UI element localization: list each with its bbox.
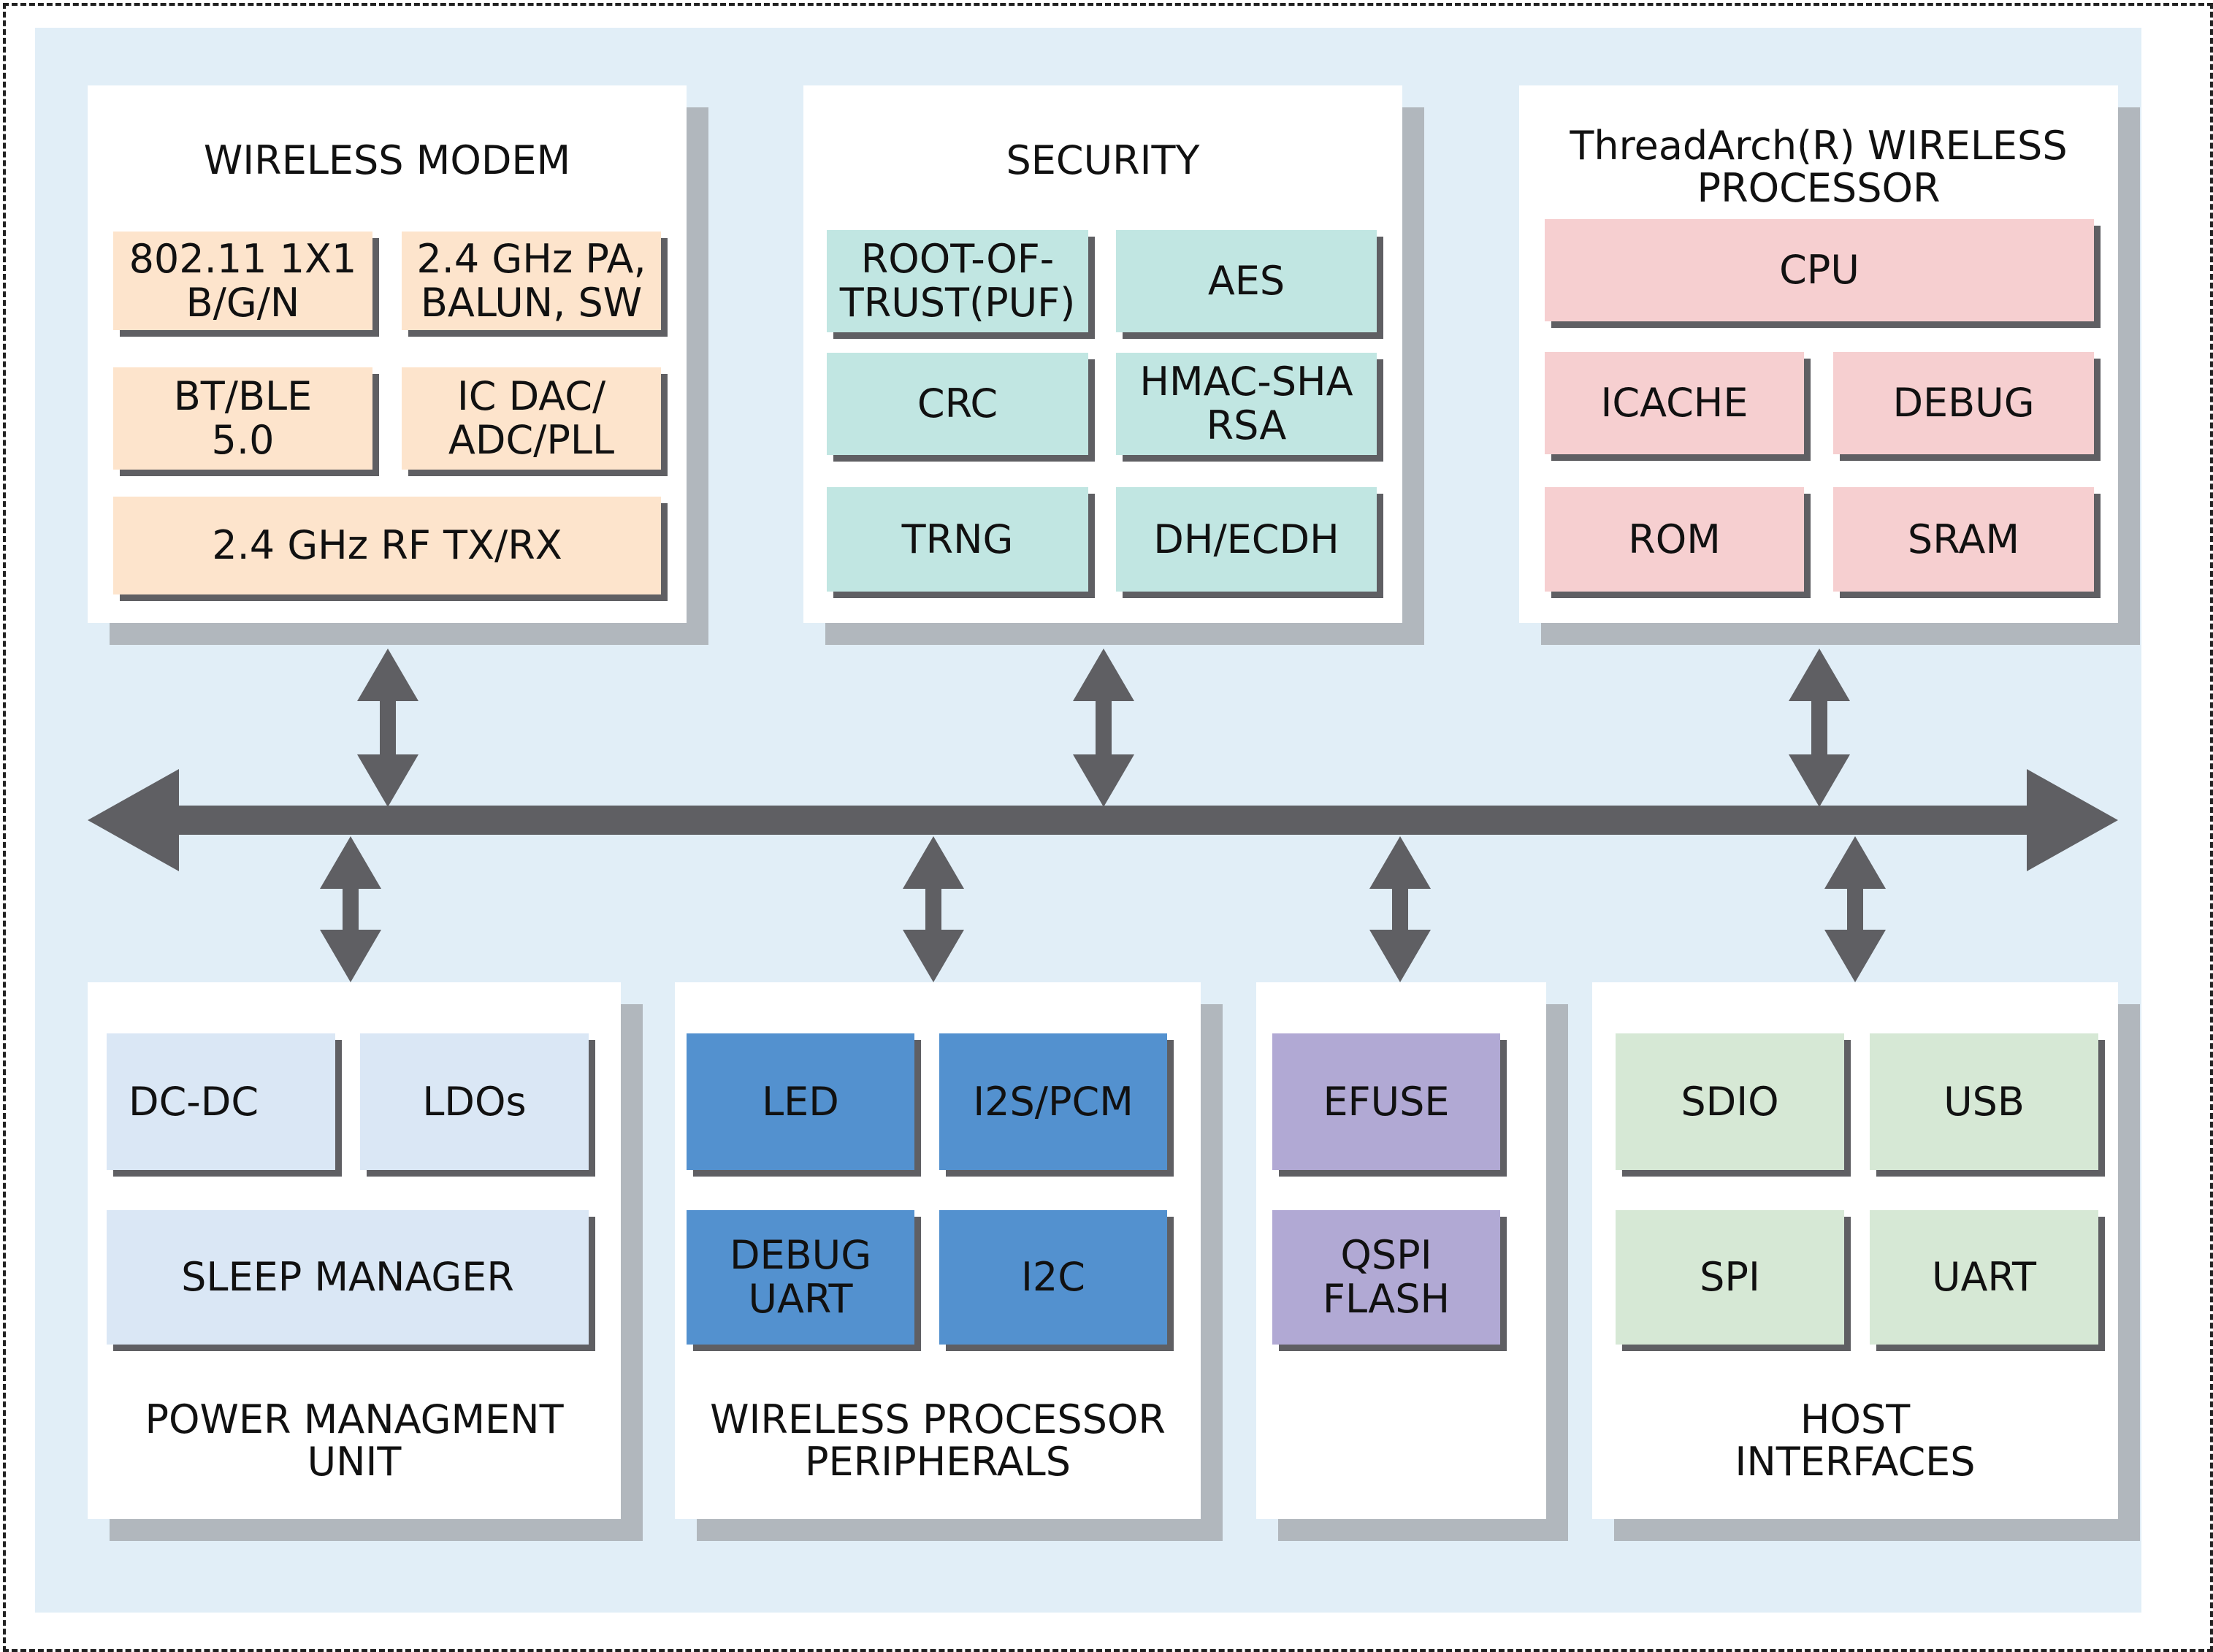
peripherals-title: WIRELESS PROCESSOR PERIPHERALS [710, 1396, 1166, 1485]
i2s-pcm-block: I2S/PCM [939, 1033, 1167, 1170]
host-interfaces-title: HOST INTERFACES [1735, 1396, 1976, 1485]
i2c-block: I2C [939, 1210, 1167, 1345]
memory-bus-arrow [1369, 836, 1431, 982]
dc-dc-block: DC-DC [107, 1033, 335, 1170]
dh-ecdh-block: DH/ECDH [1116, 487, 1377, 592]
uart-block: UART [1870, 1210, 2098, 1345]
bus-double-arrow [88, 769, 2118, 871]
crc-block: CRC [827, 353, 1088, 455]
debug-block: DEBUG [1833, 352, 2094, 454]
sleep-manager-block: SLEEP MANAGER [107, 1210, 589, 1345]
wireless-modem-title: WIRELESS MODEM [203, 137, 571, 183]
bt-ble-block: BT/BLE 5.0 [113, 367, 372, 470]
aes-block: AES [1116, 230, 1377, 332]
power-management-bus-arrow [320, 836, 381, 982]
spi-block: SPI [1616, 1210, 1844, 1345]
root-of-trust-block: ROOT-OF- TRUST(PUF) [827, 230, 1088, 332]
peripherals-panel: LED I2S/PCM DEBUG UART I2C WIRELESS PROC… [675, 982, 1201, 1519]
power-management-title: POWER MANAGMENT UNIT [145, 1396, 564, 1485]
sdio-block: SDIO [1616, 1033, 1844, 1170]
qspi-flash-block: QSPI FLASH [1272, 1210, 1500, 1345]
power-management-panel: DC-DC LDOs SLEEP MANAGER POWER MANAGMENT… [88, 982, 621, 1519]
icache-block: ICACHE [1545, 352, 1804, 454]
rf-tx-rx-block: 2.4 GHz RF TX/RX [113, 497, 661, 594]
cpu-block: CPU [1545, 219, 2094, 321]
wireless-processor-panel: ThreadArch(R) WIRELESS PROCESSOR CPU ICA… [1519, 85, 2118, 623]
led-block: LED [687, 1033, 914, 1170]
security-title: SECURITY [1006, 137, 1200, 183]
ldos-block: LDOs [360, 1033, 589, 1170]
peripherals-bus-arrow [903, 836, 964, 982]
wireless-modem-panel: WIRELESS MODEM 802.11 1X1 B/G/N 2.4 GHz … [88, 85, 687, 623]
trng-block: TRNG [827, 487, 1088, 592]
rom-block: ROM [1545, 487, 1804, 592]
dac-adc-pll-block: IC DAC/ ADC/PLL [402, 367, 661, 470]
host-interfaces-bus-arrow [1824, 836, 1886, 982]
usb-block: USB [1870, 1033, 2098, 1170]
security-panel: SECURITY ROOT-OF- TRUST(PUF) AES CRC HMA… [803, 85, 1402, 623]
hmac-sha-rsa-block: HMAC-SHA RSA [1116, 353, 1377, 455]
efuse-block: EFUSE [1272, 1033, 1500, 1170]
wifi-802-11-block: 802.11 1X1 B/G/N [113, 232, 372, 330]
pa-balun-sw-block: 2.4 GHz PA, BALUN, SW [402, 232, 661, 330]
security-bus-arrow [1073, 649, 1134, 807]
diagram-border [3, 3, 2213, 1652]
memory-panel: EFUSE QSPI FLASH [1256, 982, 1546, 1519]
wireless-processor-title: ThreadArch(R) WIRELESS PROCESSOR [1570, 123, 2068, 211]
host-interfaces-panel: SDIO USB SPI UART HOST INTERFACES [1592, 982, 2118, 1519]
sram-block: SRAM [1833, 487, 2094, 592]
wireless-modem-bus-arrow [357, 649, 418, 807]
debug-uart-block: DEBUG UART [687, 1210, 914, 1345]
processor-bus-arrow [1789, 649, 1850, 807]
